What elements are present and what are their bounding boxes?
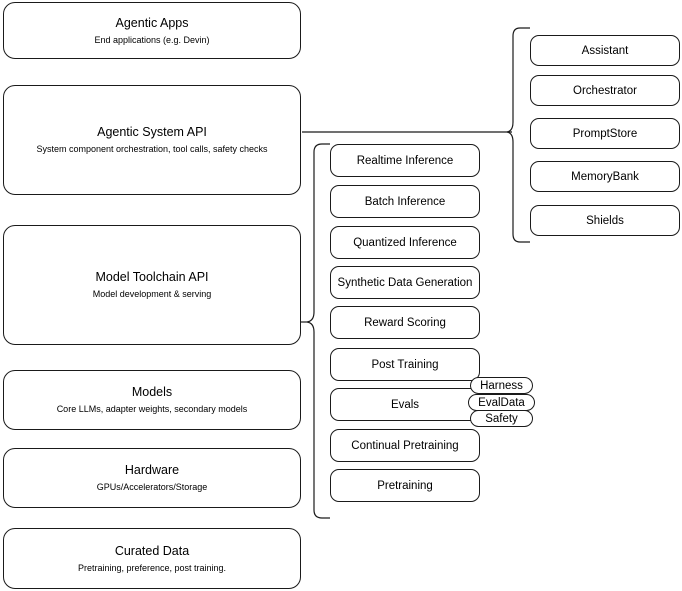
layer-subtitle: Model development & serving xyxy=(92,289,212,299)
toolchain-item-evals[interactable]: Evals xyxy=(330,388,480,421)
toolchain-item-realtime-inference[interactable]: Realtime Inference xyxy=(330,144,480,177)
layer-title: Models xyxy=(131,385,173,399)
layer-subtitle: GPUs/Accelerators/Storage xyxy=(96,482,208,492)
layer-subtitle: Pretraining, preference, post training. xyxy=(77,562,227,573)
evals-badge-harness[interactable]: Harness xyxy=(470,377,533,394)
evals-badge-safety[interactable]: Safety xyxy=(470,410,533,427)
system-component-promptstore[interactable]: PromptStore xyxy=(530,118,680,149)
system-component-memorybank[interactable]: MemoryBank xyxy=(530,161,680,192)
toolchain-item-post-training[interactable]: Post Training xyxy=(330,348,480,381)
toolchain-item-continual-pretraining[interactable]: Continual Pretraining xyxy=(330,429,480,462)
layer-curated-data[interactable]: Curated Data Pretraining, preference, po… xyxy=(3,528,301,589)
layer-subtitle: End applications (e.g. Devin) xyxy=(94,34,210,45)
layer-subtitle: Core LLMs, adapter weights, secondary mo… xyxy=(56,404,248,414)
layer-model-toolchain-api[interactable]: Model Toolchain API Model development & … xyxy=(3,225,301,345)
system-component-shields[interactable]: Shields xyxy=(530,205,680,236)
layer-title: Agentic Apps xyxy=(115,15,189,30)
toolchain-item-quantized-inference[interactable]: Quantized Inference xyxy=(330,226,480,259)
bracket-toolchain-components xyxy=(306,143,330,519)
toolchain-item-reward-scoring[interactable]: Reward Scoring xyxy=(330,306,480,339)
layer-hardware[interactable]: Hardware GPUs/Accelerators/Storage xyxy=(3,448,301,508)
toolchain-item-synthetic-data-generation[interactable]: Synthetic Data Generation xyxy=(330,266,480,299)
toolchain-item-batch-inference[interactable]: Batch Inference xyxy=(330,185,480,218)
layer-title: Hardware xyxy=(124,463,180,477)
layer-title: Curated Data xyxy=(114,543,190,558)
layer-models[interactable]: Models Core LLMs, adapter weights, secon… xyxy=(3,370,301,430)
layer-agentic-system-api[interactable]: Agentic System API System component orch… xyxy=(3,85,301,195)
bracket-system-components xyxy=(506,27,530,243)
system-component-assistant[interactable]: Assistant xyxy=(530,35,680,66)
evals-badge-evaldata[interactable]: EvalData xyxy=(468,394,535,411)
layer-title: Model Toolchain API xyxy=(95,270,209,284)
layer-subtitle: System component orchestration, tool cal… xyxy=(36,144,268,154)
toolchain-item-pretraining[interactable]: Pretraining xyxy=(330,469,480,502)
layer-title: Agentic System API xyxy=(97,125,207,139)
system-component-orchestrator[interactable]: Orchestrator xyxy=(530,75,680,106)
layer-agentic-apps[interactable]: Agentic Apps End applications (e.g. Devi… xyxy=(3,2,301,59)
